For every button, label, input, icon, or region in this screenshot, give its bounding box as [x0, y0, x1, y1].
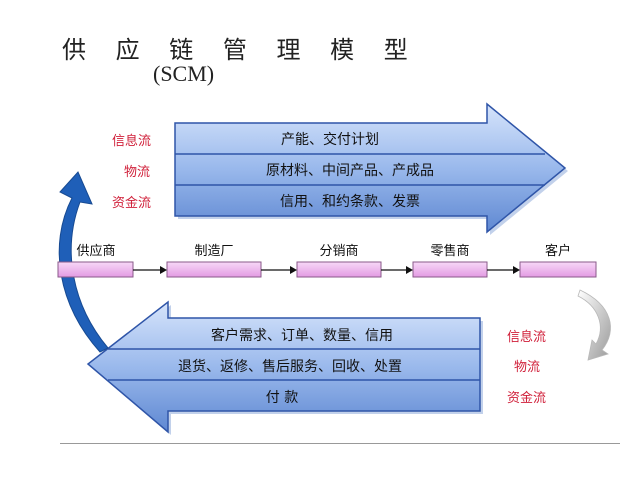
diagram-title: 供 应 链 管 理 模 型: [62, 36, 419, 64]
band-text-materials-products: 原材料、中间产品、产成品: [266, 163, 434, 179]
return-curve-arrow: [58, 171, 109, 353]
node-bar: [412, 261, 488, 278]
flow-label-logistics: 物流: [124, 165, 151, 180]
band-text-credit-terms-invoice: 信用、和约条款、发票: [280, 194, 420, 210]
chain-connector: [133, 266, 167, 274]
node-label-customer: 客户: [544, 244, 572, 259]
band-text-returns-service: 退货、返修、售后服务、回收、处置: [178, 359, 402, 375]
node-label-distributor: 分销商: [319, 244, 359, 259]
flow-label-information-return: 信息流: [507, 330, 547, 345]
customer-curve-arrow: [577, 289, 611, 361]
node-bar: [166, 261, 262, 278]
flow-label-logistics-return: 物流: [514, 360, 541, 375]
forward-flow-arrow: [174, 102, 568, 235]
node-label-retailer: 零售商: [430, 244, 470, 259]
chain-row: [57, 261, 597, 278]
node-label-supplier: 供应商: [76, 244, 116, 259]
node-label-manufacturer: 制造厂: [194, 244, 234, 259]
flow-label-funds: 资金流: [112, 196, 152, 211]
node-bar: [296, 261, 382, 278]
band-text-capacity-plan: 产能、交付计划: [281, 132, 379, 148]
reverse-flow-arrow: [86, 300, 483, 435]
node-bar: [519, 261, 597, 278]
chain-connector: [261, 266, 297, 274]
chain-connector: [381, 266, 413, 274]
flow-label-information: 信息流: [112, 134, 152, 149]
node-bar: [57, 261, 134, 278]
diagram-subtitle: (SCM): [153, 61, 215, 86]
band-text-customer-demand: 客户需求、订单、数量、信用: [211, 328, 393, 344]
bottom-divider: [60, 443, 620, 444]
flow-label-funds-return: 资金流: [507, 391, 547, 406]
band-text-payment: 付 款: [265, 390, 299, 406]
chain-connector: [487, 266, 520, 274]
